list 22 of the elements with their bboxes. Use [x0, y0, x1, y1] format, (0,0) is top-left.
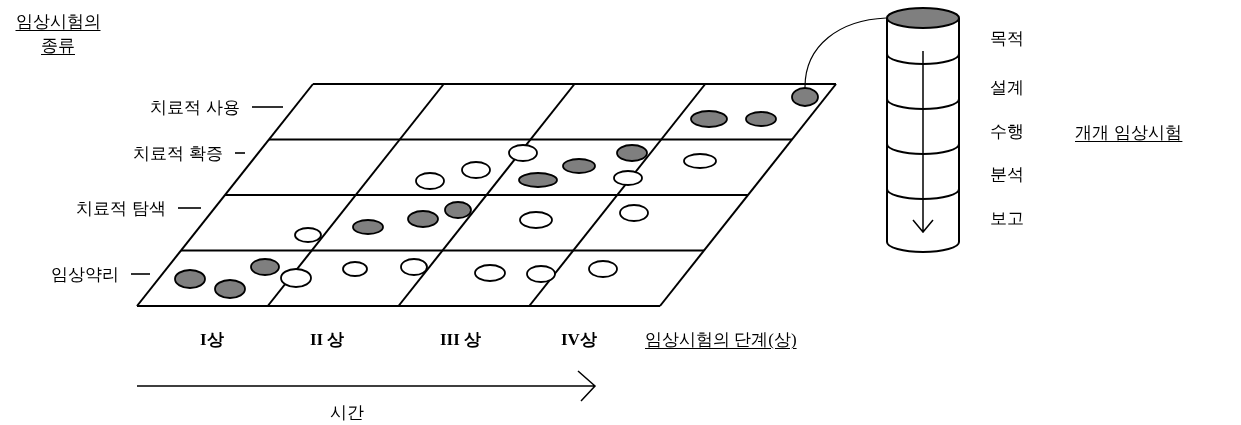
- phase-label: IV상: [561, 330, 597, 350]
- row-label: 치료적 확증: [133, 143, 235, 163]
- axis-label: 시간: [330, 402, 364, 422]
- phase-label: I상: [200, 330, 224, 350]
- axis-title: 임상시험의 단계(상): [645, 330, 797, 350]
- step-label: 분석: [990, 164, 1024, 184]
- leader-line: [234, 152, 246, 154]
- step-label: 수행: [990, 121, 1024, 141]
- step-label: 보고: [990, 208, 1024, 228]
- axis-title: 임상시험의 종류: [14, 10, 102, 57]
- phase-label: III 상: [440, 330, 482, 350]
- connector-line: [804, 17, 887, 88]
- phase-label: II 상: [310, 330, 345, 350]
- step-label: 설계: [990, 77, 1024, 97]
- leader-line: [130, 273, 151, 275]
- row-label: 치료적 탐색: [76, 198, 178, 218]
- row-label: 치료적 사용: [150, 97, 252, 117]
- cylinder-caption: 개개 임상시험: [1075, 122, 1183, 142]
- leader-line: [251, 106, 284, 108]
- row-label: 임상약리: [30, 264, 131, 284]
- leader-line: [177, 207, 202, 209]
- step-label: 목적: [990, 28, 1024, 48]
